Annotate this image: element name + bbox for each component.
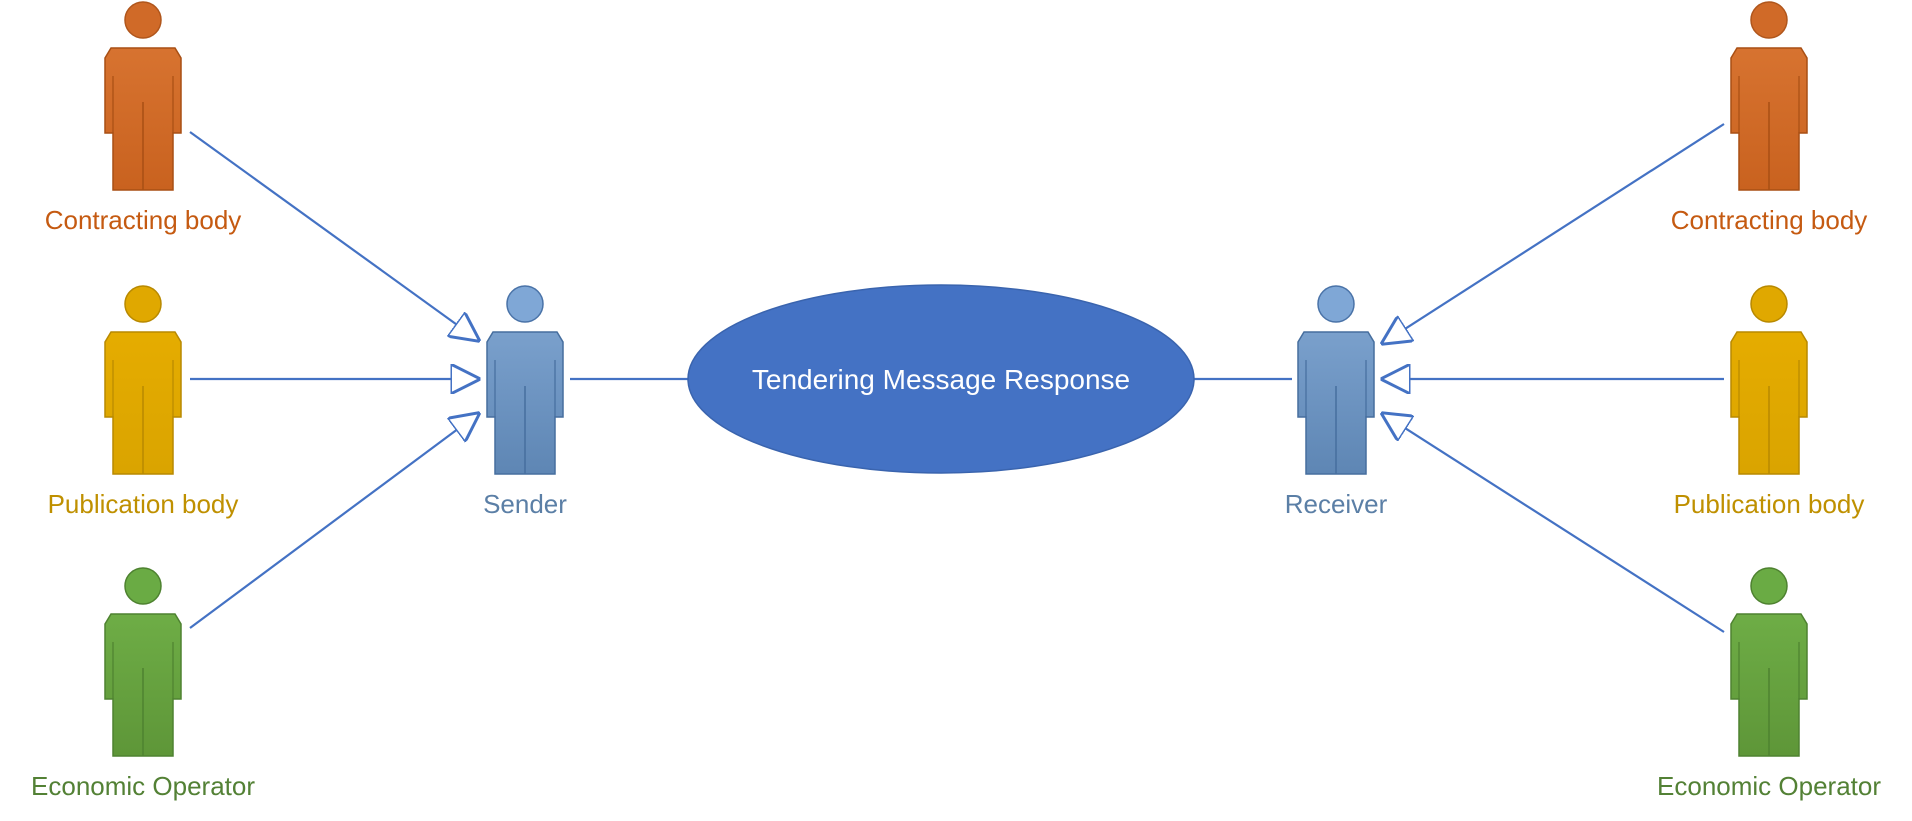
- person-icon: [1730, 1, 1808, 191]
- connector-contracting-to-sender: [189, 131, 478, 340]
- use-case-ellipse: [687, 284, 1195, 474]
- actor-left-contracting-body[interactable]: Contracting body: [45, 1, 242, 235]
- use-case-label: Tendering Message Response: [752, 364, 1130, 395]
- actor-label: Publication body: [1674, 489, 1865, 519]
- actor-label: Economic Operator: [31, 771, 255, 801]
- actor-left-economic-operator[interactable]: Economic Operator: [31, 567, 255, 801]
- actor-right-publication-body[interactable]: Publication body: [1674, 285, 1865, 519]
- actor-label: Sender: [483, 489, 567, 519]
- actor-right-contracting-body[interactable]: Contracting body: [1671, 1, 1868, 235]
- actor-left-publication-body[interactable]: Publication body: [48, 285, 239, 519]
- person-icon: [104, 1, 182, 191]
- connector-economic-to-receiver: [1383, 414, 1725, 633]
- actor-receiver[interactable]: Receiver: [1285, 285, 1388, 519]
- actor-label: Contracting body: [1671, 205, 1868, 235]
- use-case[interactable]: Tendering Message Response: [687, 284, 1195, 474]
- actor-label: Economic Operator: [1657, 771, 1881, 801]
- actor-label: Receiver: [1285, 489, 1388, 519]
- person-icon: [104, 285, 182, 475]
- connector-economic-to-sender: [189, 414, 478, 629]
- connector-contracting-to-receiver: [1383, 123, 1725, 343]
- person-icon: [1730, 285, 1808, 475]
- actor-sender[interactable]: Sender: [483, 285, 567, 519]
- person-icon: [1730, 567, 1808, 757]
- actor-right-economic-operator[interactable]: Economic Operator: [1657, 567, 1881, 801]
- person-icon: [104, 567, 182, 757]
- person-icon: [1297, 285, 1375, 475]
- actor-label: Publication body: [48, 489, 239, 519]
- person-icon: [486, 285, 564, 475]
- actor-label: Contracting body: [45, 205, 242, 235]
